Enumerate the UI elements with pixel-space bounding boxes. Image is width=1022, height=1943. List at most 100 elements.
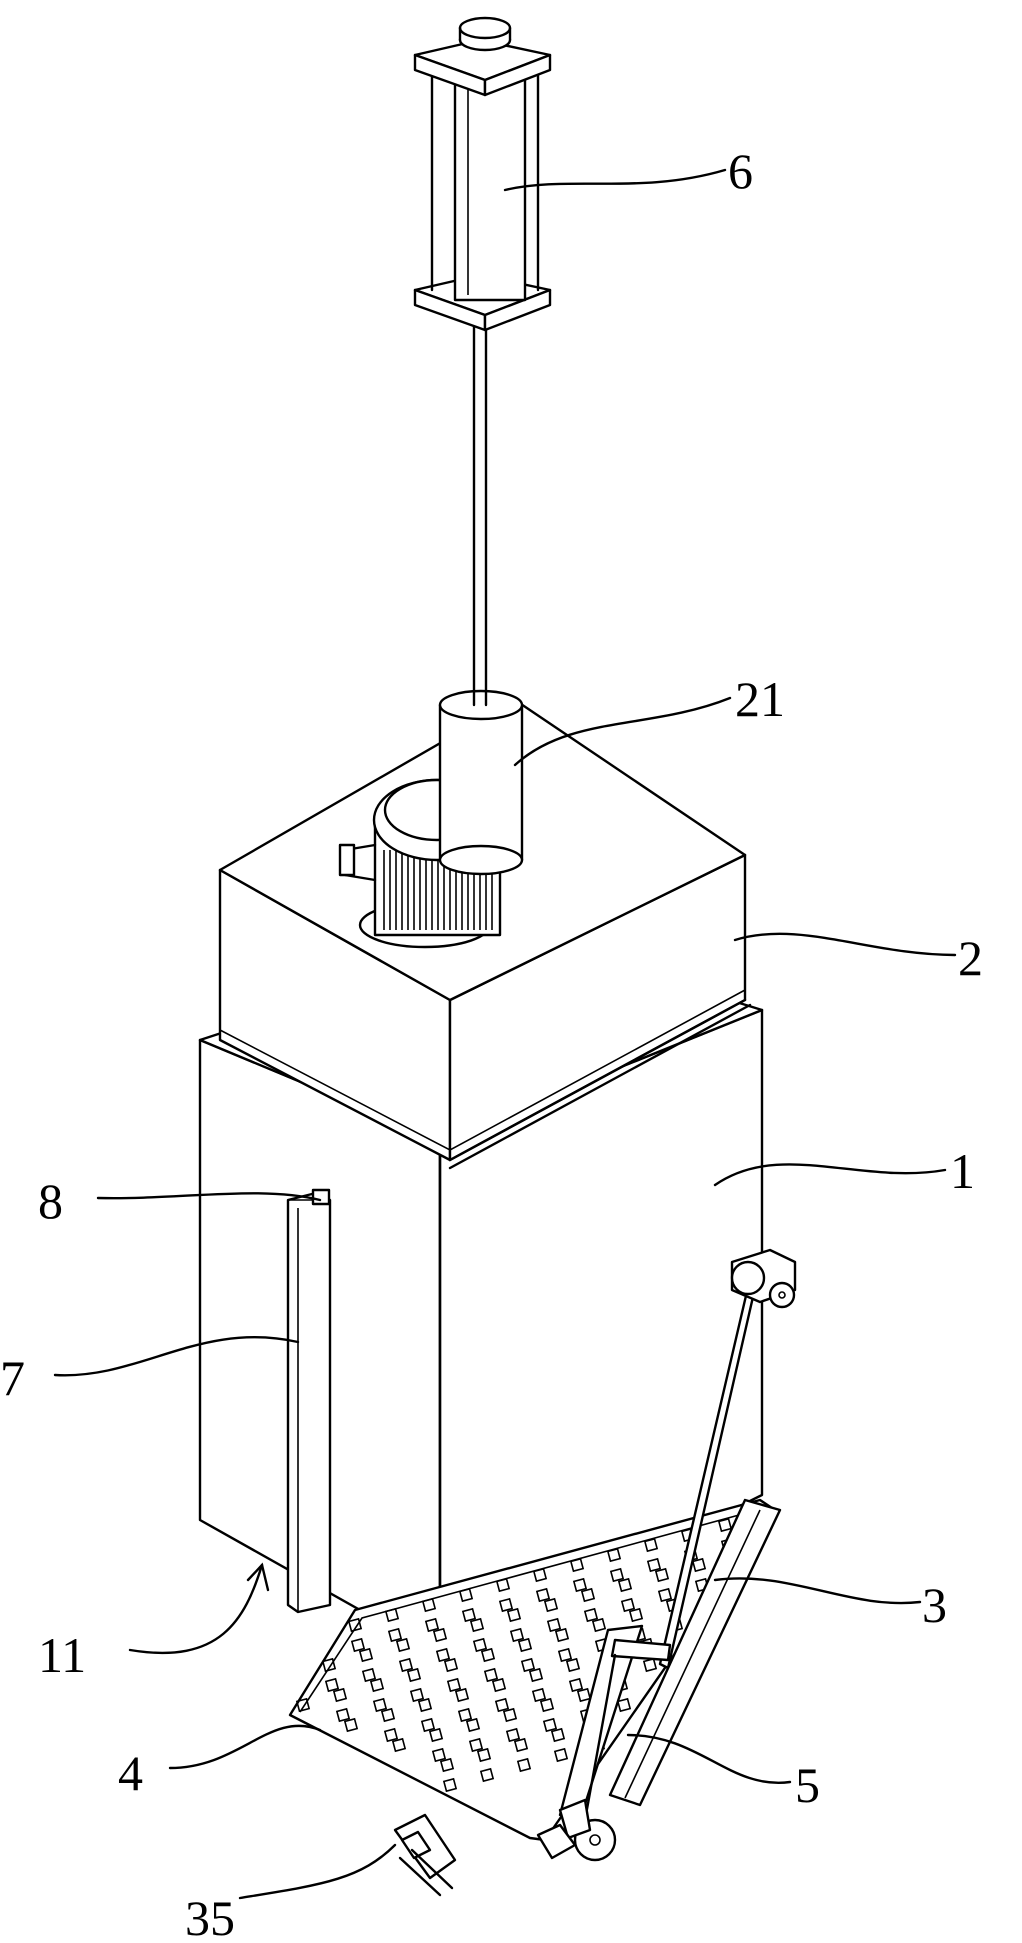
screen-hole: [480, 1647, 496, 1663]
pivot-bracket: [730, 1248, 797, 1309]
screen-hole: [642, 1657, 658, 1673]
screen-hole: [461, 1607, 477, 1623]
label-1: 1: [950, 1143, 975, 1199]
screen-hole: [406, 1667, 422, 1683]
screen-hole: [483, 1667, 499, 1683]
screen-hole: [439, 1757, 455, 1773]
screen-hole: [591, 1617, 607, 1633]
screen-hole: [576, 1687, 592, 1703]
screen-hole: [542, 1717, 558, 1733]
screen-hole: [361, 1667, 377, 1683]
label-5: 5: [795, 1757, 820, 1813]
screen-hole: [535, 1587, 551, 1603]
screen-hole: [442, 1777, 458, 1793]
screen-hole: [424, 1617, 440, 1633]
screen-hole: [532, 1567, 548, 1583]
screen-hole: [580, 1587, 596, 1603]
screen-hole: [372, 1697, 388, 1713]
screen-hole: [531, 1687, 547, 1703]
screen-hole: [446, 1677, 462, 1693]
screen-hole: [295, 1697, 311, 1713]
screen-hole: [550, 1727, 566, 1743]
leader-35: [238, 1843, 397, 1900]
label-3: 3: [922, 1577, 947, 1633]
screen-hole: [506, 1607, 522, 1623]
screen-hole: [494, 1697, 510, 1713]
screen-hole: [568, 1677, 584, 1693]
screen-hole: [495, 1577, 511, 1593]
screen-hole: [691, 1557, 707, 1573]
screen-hole: [557, 1647, 573, 1663]
label-7: 7: [0, 1350, 25, 1406]
screen-hole: [546, 1617, 562, 1633]
screen-hole: [517, 1637, 533, 1653]
screen-hole: [472, 1637, 488, 1653]
screen-hole: [516, 1757, 532, 1773]
screen-plate: [288, 1498, 777, 1842]
screen-hole: [391, 1737, 407, 1753]
screen-hole: [643, 1537, 659, 1553]
screen-hole: [409, 1687, 425, 1703]
screen-hole: [420, 1717, 436, 1733]
screen-hole: [565, 1657, 581, 1673]
label-35: 35: [185, 1890, 235, 1943]
screen-hole: [384, 1607, 400, 1623]
screen-hole: [395, 1637, 411, 1653]
leader-3: [713, 1577, 922, 1605]
screen-hole: [443, 1657, 459, 1673]
screen-hole: [502, 1707, 518, 1723]
leader-1: [713, 1163, 947, 1187]
leader-5: [626, 1733, 792, 1784]
screen-hole: [553, 1747, 569, 1763]
leader-2: [733, 932, 957, 957]
screen-hole: [457, 1707, 473, 1723]
screen-hole: [347, 1617, 363, 1633]
side-rail: [286, 1190, 332, 1614]
leader-lines: [53, 168, 957, 1900]
leader-21: [513, 696, 732, 767]
screen-hole: [435, 1647, 451, 1663]
screen-hole: [398, 1657, 414, 1673]
screen-hole: [343, 1717, 359, 1733]
leader-6: [503, 168, 727, 192]
screen-hole: [498, 1597, 514, 1613]
push-arm: [558, 1268, 782, 1822]
label-6: 6: [728, 143, 753, 199]
screen-hole: [432, 1627, 448, 1643]
screen-hole: [491, 1677, 507, 1693]
roller: [558, 1798, 617, 1862]
screen-hole: [369, 1677, 385, 1693]
cylinder-assembly: [413, 16, 552, 707]
label-21: 21: [735, 671, 785, 727]
screen-hole: [350, 1637, 366, 1653]
screen-hole: [543, 1597, 559, 1613]
screen-hole: [468, 1737, 484, 1753]
screen-hole: [454, 1687, 470, 1703]
screen-hole: [335, 1707, 351, 1723]
screen-hole: [569, 1557, 585, 1573]
screen-hole: [476, 1747, 492, 1763]
label-4: 4: [118, 1745, 143, 1801]
screen-hole: [717, 1517, 733, 1533]
screen-hole: [654, 1567, 670, 1583]
screen-hole: [380, 1707, 396, 1723]
screen-hole: [324, 1677, 340, 1693]
drive-unit: [393, 1813, 577, 1897]
screen-hole: [554, 1627, 570, 1643]
screen-hole: [358, 1647, 374, 1663]
screen-hole: [572, 1577, 588, 1593]
screen-hole: [383, 1727, 399, 1743]
screen-hole: [539, 1697, 555, 1713]
screen-hole: [469, 1617, 485, 1633]
leader-8: [96, 1192, 322, 1202]
screen-hole: [513, 1737, 529, 1753]
screen-hole: [609, 1567, 625, 1583]
screen-hole: [505, 1727, 521, 1743]
screen-hole: [428, 1727, 444, 1743]
leader-11-head: [246, 1562, 270, 1592]
screen-hole: [458, 1587, 474, 1603]
screen-hole: [479, 1767, 495, 1783]
screen-hole: [417, 1697, 433, 1713]
sensor-block: [311, 1188, 331, 1206]
screen-hole: [321, 1657, 337, 1673]
